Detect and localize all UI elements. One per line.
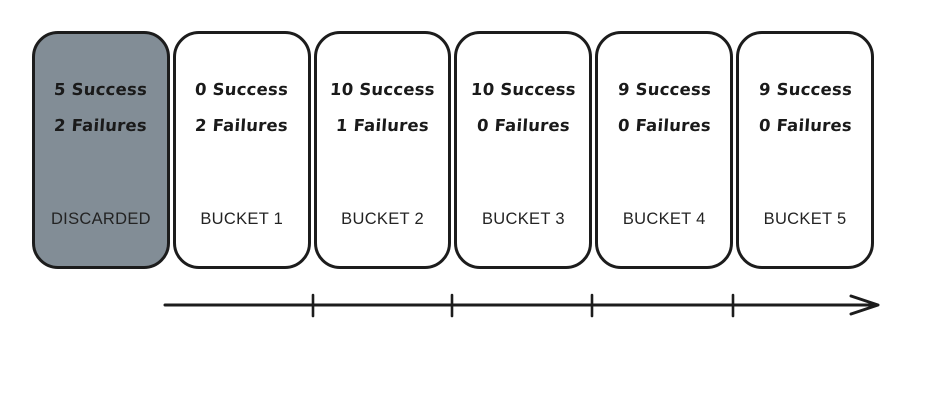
success-count-text: 9 Success <box>757 80 853 99</box>
failures-count-text: 0 Failures <box>476 115 571 135</box>
bucket-card-4[interactable]: 9 Success 0 Failures BUCKET 4 <box>595 31 734 269</box>
bucket-card-row: 5 Success 2 Failures DISCARDED 0 Success… <box>32 31 874 269</box>
axis-line-graphic <box>163 293 880 318</box>
timeline-axis: seconds 0 12 24 36 48 60 <box>0 282 931 352</box>
failures-count-text: 2 Failures <box>194 115 289 135</box>
bucket-label: BUCKET 4 <box>622 210 706 228</box>
bucket-label: BUCKET 1 <box>200 210 284 228</box>
failures-count-text: 2 Failures <box>53 115 149 135</box>
bucket-label: BUCKET 3 <box>482 210 565 228</box>
bucket-card-1[interactable]: 0 Success 2 Failures BUCKET 1 <box>172 31 311 269</box>
failures-count-text: 1 Failures <box>335 115 430 135</box>
success-count-text: 10 Success <box>329 80 436 99</box>
success-count-text: 5 Success <box>53 80 149 99</box>
bucket-card-3[interactable]: 10 Success 0 Failures BUCKET 3 <box>454 31 593 269</box>
bucket-card-discarded[interactable]: 5 Success 2 Failures DISCARDED <box>32 31 170 269</box>
failures-count-text: 0 Failures <box>617 115 712 135</box>
success-count-text: 0 Success <box>194 80 289 99</box>
success-count-text: 9 Success <box>617 80 712 99</box>
bucket-card-2[interactable]: 10 Success 1 Failures BUCKET 2 <box>313 31 452 269</box>
bucket-label: BUCKET 5 <box>763 210 847 228</box>
bucket-card-5[interactable]: 9 Success 0 Failures BUCKET 5 <box>736 31 874 269</box>
success-count-text: 10 Success <box>470 80 577 99</box>
failures-count-text: 0 Failures <box>757 115 853 135</box>
bucket-label: DISCARDED <box>50 210 151 228</box>
bucket-label: BUCKET 2 <box>341 210 424 228</box>
